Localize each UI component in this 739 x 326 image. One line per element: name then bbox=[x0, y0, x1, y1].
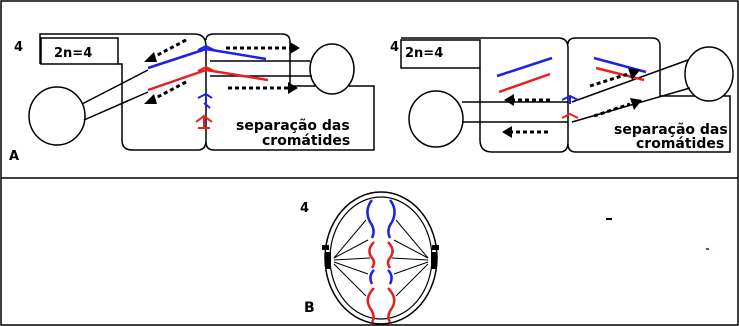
spindle-fibres bbox=[333, 219, 429, 297]
ploidy-label-left: 2n=4 bbox=[54, 46, 92, 61]
caption-line1-left: separação das bbox=[236, 118, 350, 134]
centriole-left bbox=[325, 252, 331, 269]
cell-outline-right-half bbox=[567, 37, 731, 153]
blue-chromatid bbox=[147, 47, 207, 70]
blue-chromatid-pair bbox=[197, 92, 213, 109]
blue-chromatid bbox=[496, 56, 553, 78]
metaphase-cell bbox=[324, 191, 438, 325]
centriole-left-small bbox=[322, 245, 329, 250]
ploidy-box-left bbox=[40, 37, 119, 65]
panel-a-right-diagram: 4 2n=4 separação das cromátides bbox=[390, 37, 734, 153]
red-dot bbox=[706, 248, 709, 250]
caption-line2-left: cromátides bbox=[262, 133, 350, 149]
red-kinetochore bbox=[197, 65, 215, 72]
arrow-heads bbox=[502, 68, 642, 138]
panel-a-left-diagram: 4 2n=4 separação das cromátides bbox=[9, 33, 375, 164]
blue-chromosome-top bbox=[387, 199, 396, 239]
centrosome-right bbox=[684, 46, 734, 102]
blue-chromatid bbox=[205, 47, 267, 61]
spindle-fibre bbox=[81, 69, 149, 105]
red-kinetochore bbox=[561, 112, 579, 119]
panel-label-a: A bbox=[9, 149, 19, 164]
red-chromosome-bottom bbox=[366, 287, 375, 323]
spindle-fibre bbox=[571, 87, 691, 123]
red-chromatid-pair bbox=[195, 114, 213, 129]
cell-outline-left-half bbox=[39, 33, 207, 151]
cell-number-b: 4 bbox=[300, 201, 309, 216]
panel-label-b: B bbox=[304, 300, 315, 316]
red-chromosome-bottom bbox=[387, 287, 396, 323]
dark-mark bbox=[606, 218, 612, 220]
cell-outline-left-half bbox=[401, 37, 569, 153]
red-chromatid bbox=[498, 72, 551, 94]
caption-line1-right: separação das bbox=[614, 122, 728, 138]
caption-line2-right: cromátides bbox=[636, 136, 724, 152]
red-chromosome-mid bbox=[368, 241, 376, 269]
spindle-fibre bbox=[571, 59, 689, 103]
red-chromatid bbox=[205, 68, 269, 82]
red-chromatid bbox=[595, 66, 645, 82]
centrosome-left bbox=[28, 86, 86, 146]
blue-chromosome-low bbox=[387, 269, 393, 285]
centriole-right bbox=[431, 252, 437, 269]
movement-arrows bbox=[512, 72, 631, 134]
ploidy-label-right: 2n=4 bbox=[405, 46, 443, 61]
arrow-heads bbox=[144, 42, 300, 104]
panel-b-diagram: 4 B bbox=[300, 191, 709, 325]
cell-number-right: 4 bbox=[390, 40, 399, 55]
movement-arrows bbox=[151, 38, 292, 102]
centrosome-left bbox=[408, 90, 464, 148]
blue-kinetochore bbox=[561, 94, 579, 104]
blue-chromosome-low bbox=[369, 269, 375, 285]
centrosome-right bbox=[309, 43, 355, 95]
cell-outline-right-half bbox=[205, 33, 375, 151]
blue-chromosome-top bbox=[366, 199, 375, 239]
ploidy-box-right bbox=[400, 39, 481, 69]
spindle-fibre bbox=[83, 91, 149, 121]
blue-kinetochore bbox=[197, 44, 215, 54]
red-chromatid bbox=[147, 68, 207, 92]
centriole-right-small bbox=[432, 245, 439, 250]
red-chromosome-mid bbox=[386, 241, 394, 269]
cell-number-left: 4 bbox=[14, 40, 23, 55]
